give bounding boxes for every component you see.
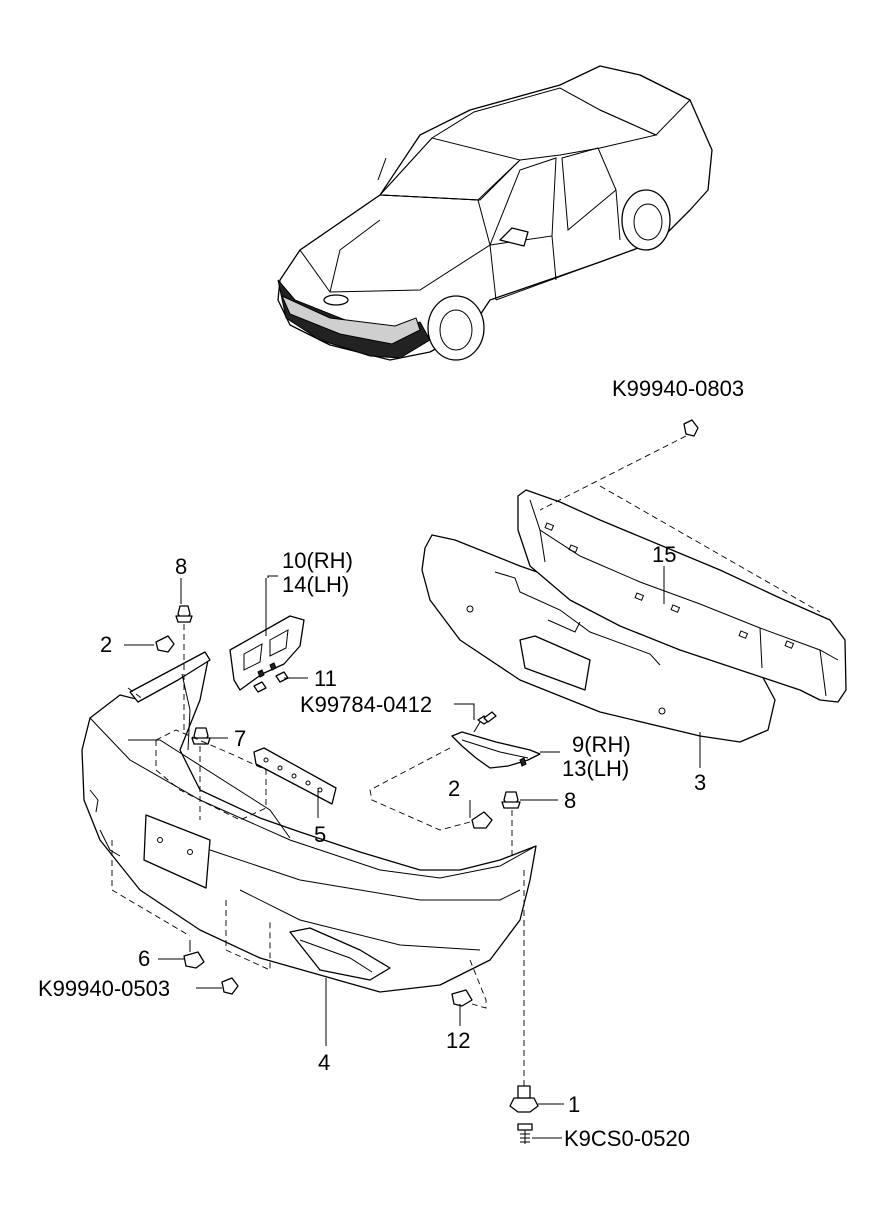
bumper-beam-part-15 [517, 489, 847, 703]
label-part-14-lh: 14(LH) [282, 572, 349, 597]
screw-k9cs0-0520 [517, 1123, 533, 1144]
label-part-9-rh: 9(RH) [572, 732, 631, 757]
clip-part-6 [183, 940, 205, 969]
label-part-10-rh: 10(RH) [282, 548, 353, 573]
label-k99784-0412: K99784-0412 [300, 692, 432, 717]
clip-part-7 [191, 727, 211, 745]
bolt-k99784-0412 [473, 711, 497, 733]
label-part-4: 4 [318, 1050, 330, 1075]
retainer-part-1 [509, 1085, 539, 1113]
car-overview-illustration [277, 65, 713, 361]
label-k99940-0503: K99940-0503 [38, 976, 170, 1001]
cap-part-2-right [471, 811, 493, 829]
license-plate-bracket-part-5 [253, 747, 337, 805]
label-part-8-right: 8 [564, 788, 576, 813]
side-bracket-part-10-14 [229, 615, 305, 691]
upper-bracket-strip [129, 651, 211, 751]
label-part-1: 1 [568, 1092, 580, 1117]
label-part-2-left: 2 [100, 632, 112, 657]
label-part-11: 11 [314, 666, 337, 691]
clip-part-8-upper-left [175, 605, 193, 623]
label-part-6: 6 [138, 946, 150, 971]
label-part-13-lh: 13(LH) [562, 756, 629, 781]
clip-part-11 [253, 671, 289, 693]
cap-part-2-left [155, 635, 175, 653]
label-part-7: 7 [234, 726, 246, 751]
label-part-15: 15 [652, 542, 676, 567]
fog-lamp-bracket-part-9-13 [451, 731, 541, 769]
label-part-12: 12 [446, 1028, 470, 1053]
label-part-2-right: 2 [448, 776, 460, 801]
label-k9cs0-0520: K9CS0-0520 [564, 1126, 690, 1151]
label-part-3: 3 [694, 770, 706, 795]
clip-part-8-right [501, 791, 521, 809]
label-part-5: 5 [314, 822, 326, 847]
clip-part-12 [451, 989, 473, 1007]
nut-k99940-0803 [683, 419, 699, 437]
front-bumper-cover-part-4 [81, 659, 537, 993]
label-k99940-0803: K99940-0803 [612, 376, 744, 401]
label-part-8-upper: 8 [175, 554, 187, 579]
energy-absorber-part-3 [421, 534, 776, 743]
nut-k99940-0503 [221, 977, 239, 995]
